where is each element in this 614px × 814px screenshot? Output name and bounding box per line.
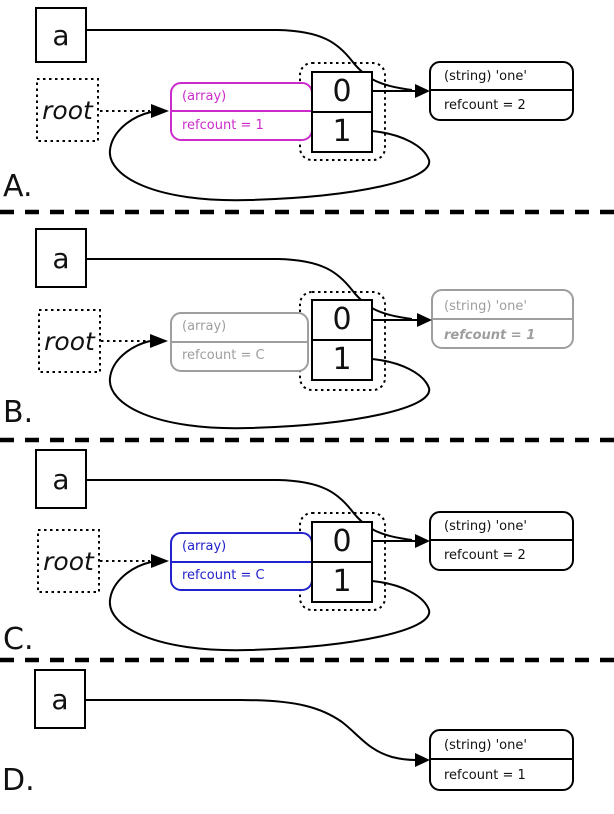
array-refcount-label: refcount = 1 [182,118,264,133]
array-type-label: (array) [182,89,227,104]
arrowhead [417,313,432,327]
string-refcount-label: refcount = 1 [444,768,526,783]
panel-label: C. [3,622,34,657]
string-refcount-label: refcount = 2 [444,98,526,113]
cycle-arrow-cell1-to-array [108,561,431,652]
cycle-arrow-cell1-to-array [108,340,431,430]
arrowhead [151,554,169,568]
root-label: root [42,95,93,125]
array-refcount-label: refcount = C [182,348,265,363]
var-label: a [52,18,70,52]
array-element-1: 1 [332,564,352,599]
array-type-label: (array) [182,539,227,554]
cycle-arrow-cell1-to-array [108,111,431,202]
panel-label: D. [2,763,35,798]
string-type-label: (string) 'one' [444,519,527,534]
arrowhead [151,104,169,118]
array-element-0: 0 [332,74,352,109]
array-type-label: (array) [182,319,227,334]
root-label: root [43,546,94,576]
array-element-0: 0 [332,524,352,559]
panel-label: B. [3,395,34,430]
array-element-1: 1 [332,114,352,149]
array-element-1: 1 [332,342,352,377]
string-refcount-label: refcount = 1 [444,328,536,343]
string-refcount-label: refcount = 2 [444,548,526,563]
string-type-label: (string) 'one' [444,738,527,753]
var-label: a [52,462,70,496]
panel-label: A. [3,169,33,204]
var-label: a [51,682,69,716]
reference-arrow-a-to-string [85,699,417,761]
var-label: a [52,241,70,275]
arrowhead [415,84,430,98]
string-type-label: (string) 'one' [444,69,527,84]
string-type-label: (string) 'one' [444,299,527,314]
root-label: root [44,326,95,356]
array-element-0: 0 [332,302,352,337]
arrowhead [415,534,430,548]
arrowhead [150,334,168,348]
array-refcount-label: refcount = C [182,568,265,583]
arrowhead [415,753,430,767]
